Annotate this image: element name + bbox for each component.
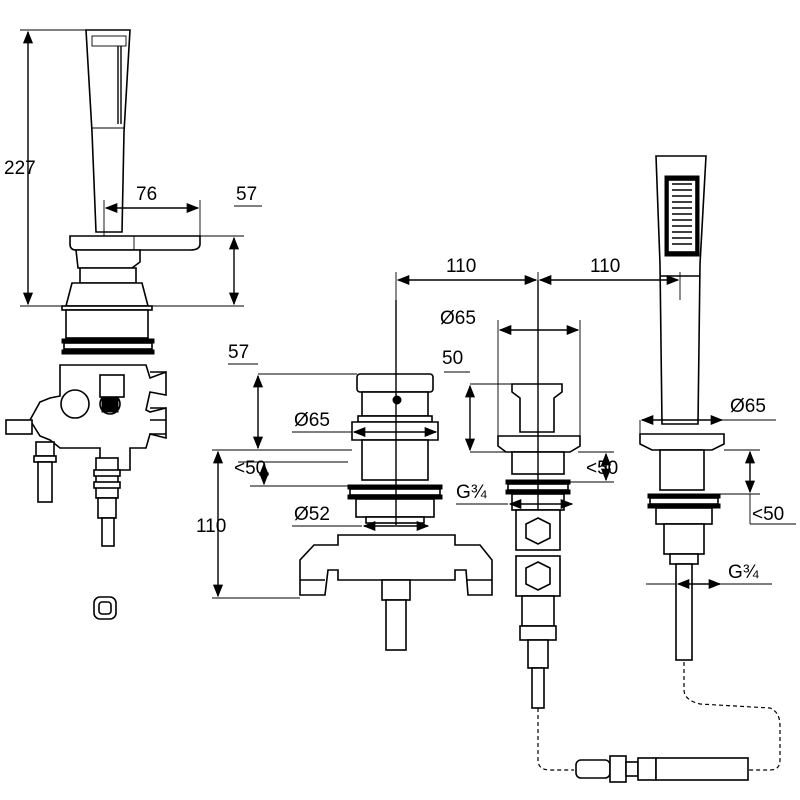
dimension-labels: 227 76 57 110 110 Ø65 50 57 Ø65 <50 <50 …: [4, 158, 784, 583]
dim-spacing-right: 110: [590, 256, 620, 277]
dim-thread-right: G¾: [728, 562, 760, 583]
hose: [537, 662, 781, 783]
dim-spout-reach: 76: [136, 184, 157, 205]
dim-thread-center: G¾: [456, 482, 488, 503]
dim-mixer-height: 57: [228, 342, 249, 363]
right-handshower-assembly: [639, 155, 725, 661]
dim-spacing-left: 110: [446, 256, 476, 277]
center-valve-assembly: [497, 280, 581, 709]
dimension-lines: [20, 29, 796, 599]
dim-mixer-body-height: 110: [196, 516, 226, 537]
dim-deck-right: <50: [752, 504, 784, 525]
dim-valve-height: 50: [442, 348, 463, 369]
dim-handshower-height: 227: [4, 158, 36, 179]
dim-spout-height: 57: [236, 184, 257, 205]
dim-dia-left: Ø65: [294, 410, 330, 431]
dim-dia-center: Ø65: [440, 308, 476, 329]
left-assembly: [5, 29, 201, 620]
dim-deck-left: <50: [234, 458, 266, 479]
dim-dia-right: Ø65: [730, 396, 766, 417]
mixer-assembly: [299, 300, 493, 651]
dim-dia-mixer: Ø52: [294, 504, 330, 525]
dim-deck-center: <50: [586, 458, 618, 479]
